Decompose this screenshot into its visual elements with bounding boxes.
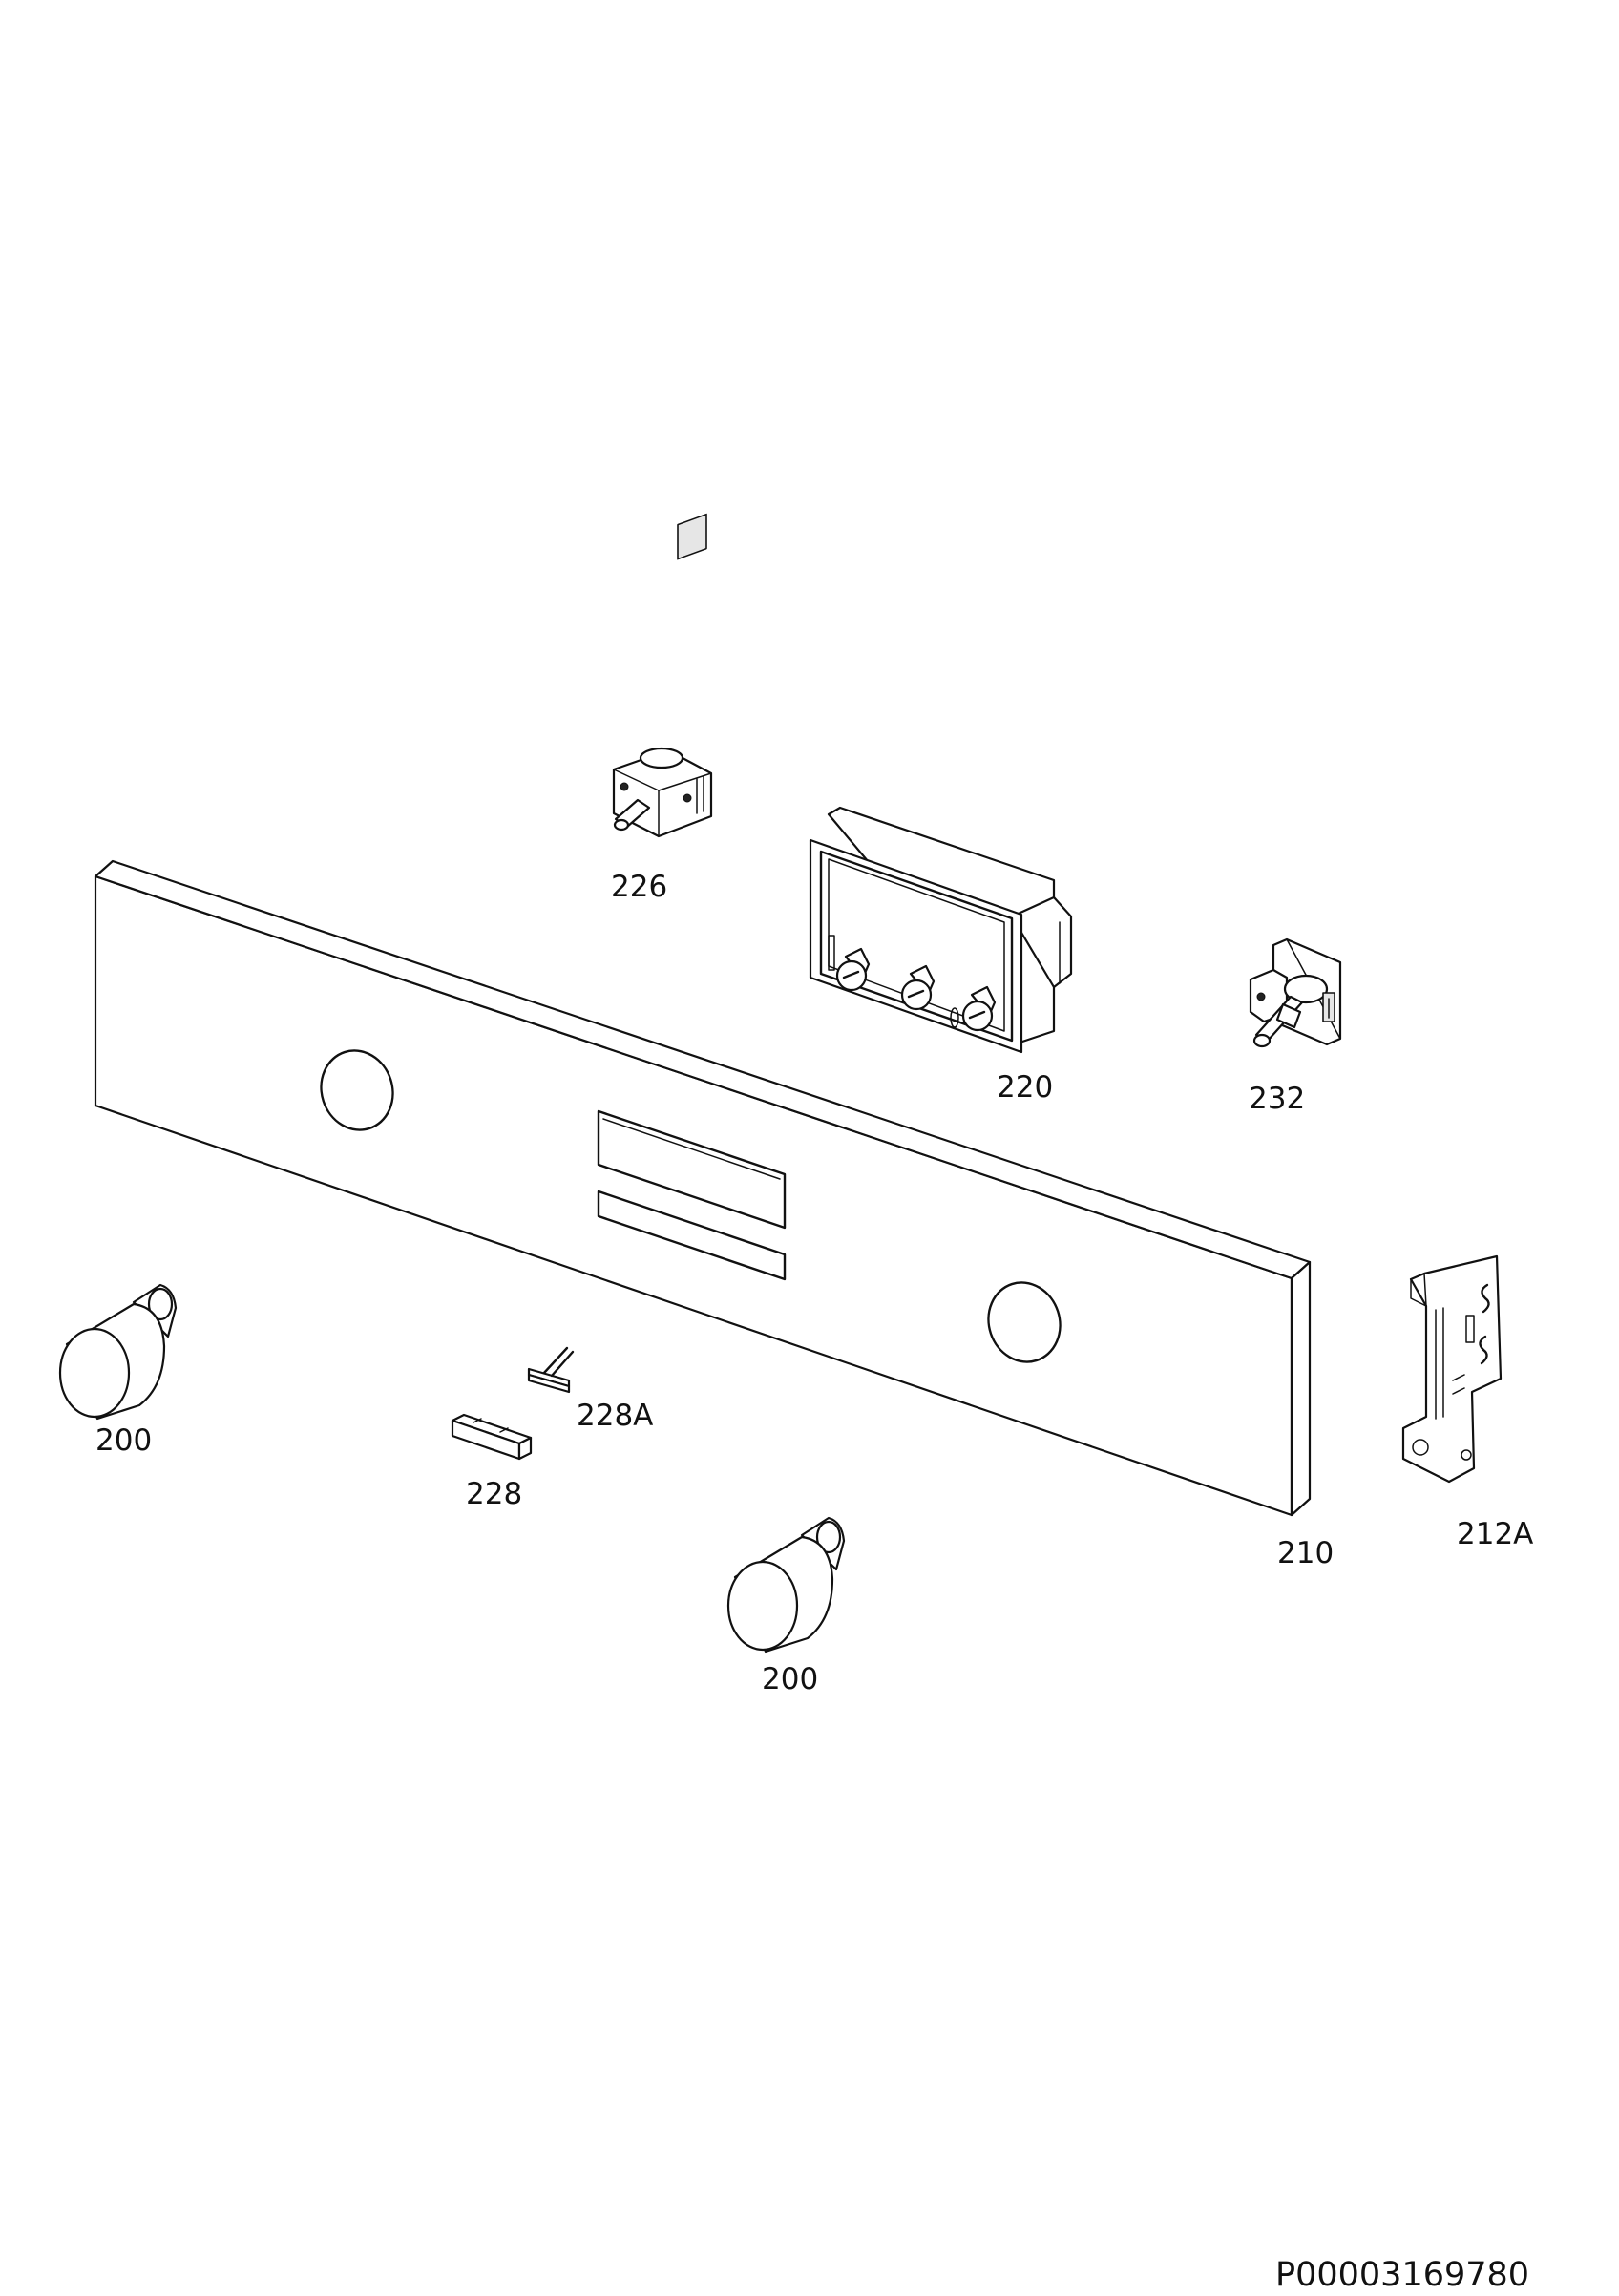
bracket-drawing <box>1401 1254 1503 1484</box>
part-label-228a: 228A <box>577 1399 654 1433</box>
panel-display-window <box>597 1109 787 1230</box>
push-button-drawing <box>451 1413 533 1461</box>
part-label-210: 210 <box>1277 1536 1335 1570</box>
timer-knob-2 <box>900 964 936 1011</box>
panel-button-slot <box>597 1190 787 1281</box>
part-label-226: 226 <box>611 870 668 904</box>
part-label-200-left: 200 <box>95 1423 153 1458</box>
knob-left-drawing <box>58 1283 178 1421</box>
timer-knob-3 <box>961 985 997 1032</box>
part-label-212a: 212A <box>1457 1517 1534 1551</box>
part-label-220: 220 <box>997 1070 1054 1105</box>
timer-knob-1 <box>835 947 871 992</box>
part-label-228: 228 <box>466 1477 523 1511</box>
knob-bottom-drawing <box>726 1516 846 1654</box>
selector-switch-drawing <box>612 513 713 838</box>
document-id: P00003169780 <box>1275 2256 1530 2294</box>
panel-knob-hole-left <box>320 1049 394 1131</box>
thermostat-drawing <box>1249 937 1342 1048</box>
panel-knob-hole-right <box>987 1281 1062 1363</box>
timer-module-drawing <box>809 806 1073 1054</box>
part-label-232: 232 <box>1249 1082 1306 1116</box>
part-label-200-bottom: 200 <box>762 1662 819 1696</box>
button-spring-drawing <box>527 1346 575 1394</box>
control-panel-drawing <box>94 859 1312 1517</box>
